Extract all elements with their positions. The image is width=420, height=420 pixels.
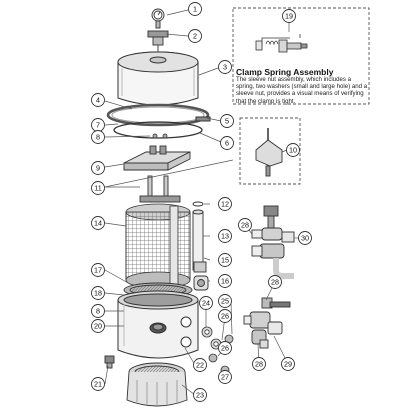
callout-27-label: 27: [221, 373, 229, 382]
tank-lid-drawing: [117, 51, 199, 106]
callout-20: 20: [91, 319, 105, 333]
callout-1-label: 1: [193, 5, 197, 14]
inset-caption: The sleeve nut assembly, which includes …: [236, 76, 368, 105]
sleeve-nut-frame: [239, 117, 301, 185]
callout-1: 1: [188, 2, 202, 16]
callout-26b-label: 26: [221, 344, 229, 353]
callout-24-label: 24: [202, 299, 210, 308]
callout-9: 9: [91, 161, 105, 175]
callout-13-label: 13: [221, 232, 229, 241]
callout-3: 3: [218, 60, 232, 74]
callout-11-label: 11: [94, 184, 101, 193]
callout-28c: 28: [252, 357, 266, 371]
sleeve-nut-drawing: [255, 128, 283, 177]
filter-cartridge-drawing: [125, 203, 191, 289]
callout-8b-label: 8: [96, 307, 100, 316]
callout-13: 13: [218, 229, 232, 243]
callout-17: 17: [91, 263, 105, 277]
callout-22: 22: [193, 358, 207, 372]
callout-17-label: 17: [94, 266, 102, 275]
callout-2: 2: [188, 29, 202, 43]
callout-7-label: 7: [96, 121, 100, 130]
cartridge-retainer-drawing: [139, 175, 181, 203]
callout-3-label: 3: [223, 63, 227, 72]
callout-26b: 26: [218, 341, 232, 355]
callout-10: 10: [286, 143, 300, 157]
callout-23-label: 23: [196, 391, 204, 400]
tank-body-drawing: [117, 290, 199, 359]
callout-27: 27: [218, 370, 232, 384]
drain-plug-drawing: [104, 355, 115, 369]
callout-28a-label: 28: [241, 221, 249, 230]
callout-6: 6: [220, 136, 234, 150]
callout-8-label: 8: [96, 133, 100, 142]
callout-14: 14: [91, 216, 105, 230]
washer-drawing: [152, 133, 168, 139]
callout-30: 30: [298, 231, 312, 245]
callout-23: 23: [193, 388, 207, 402]
inset-frame: [232, 7, 370, 105]
callout-21-label: 21: [94, 380, 102, 389]
callout-15-label: 15: [221, 256, 229, 265]
clamp-ring-drawing: [106, 103, 211, 127]
callout-28c-label: 28: [255, 360, 263, 369]
inset-title: Clamp Spring Assembly: [236, 67, 334, 77]
callout-16: 16: [218, 274, 232, 288]
callout-9-label: 9: [96, 164, 100, 173]
multiport-valve-drawing: [243, 297, 291, 349]
callout-5-label: 5: [225, 117, 229, 126]
callout-25-label: 25: [221, 297, 229, 306]
pressure-gauge-drawing: [151, 8, 165, 29]
manifold-drawing: [123, 145, 191, 171]
callout-12: 12: [218, 197, 232, 211]
callout-28b: 28: [268, 275, 282, 289]
callout-11: 11: [91, 181, 105, 195]
callout-8: 8: [91, 130, 105, 144]
callout-21: 21: [91, 377, 105, 391]
callout-16-label: 16: [221, 277, 229, 286]
callout-25: 25: [218, 294, 232, 308]
callout-4-label: 4: [96, 96, 100, 105]
callout-4: 4: [91, 93, 105, 107]
callout-14-label: 14: [94, 219, 102, 228]
callout-6-label: 6: [225, 139, 229, 148]
air-relief-valve-drawing: [147, 30, 169, 54]
callout-10-label: 10: [289, 146, 297, 155]
callout-8b: 8: [91, 304, 105, 318]
callout-19: 19: [282, 9, 296, 32]
callout-18-label: 18: [94, 289, 102, 298]
callout-19-label: 19: [285, 12, 293, 21]
callout-15: 15: [218, 253, 232, 267]
callout-28a: 28: [238, 218, 252, 232]
callout-12-label: 12: [221, 200, 229, 209]
o-ring-drawing: [113, 121, 203, 139]
standpipe-drawing: [192, 201, 209, 291]
callout-18: 18: [91, 286, 105, 300]
callout-7: 7: [91, 118, 105, 132]
callout-29-label: 29: [284, 360, 292, 369]
callout-26a: 26: [218, 309, 232, 323]
filter-stand-drawing: [126, 362, 188, 407]
callout-28b-label: 28: [271, 278, 279, 287]
callout-5: 5: [220, 114, 234, 128]
clamp-spring-assembly-drawing: [255, 34, 308, 53]
callout-20-label: 20: [94, 322, 102, 331]
callout-29: 29: [281, 357, 295, 371]
callout-30-label: 30: [301, 234, 309, 243]
callout-24: 24: [199, 296, 213, 310]
callout-2-label: 2: [193, 32, 197, 41]
callout-26a-label: 26: [221, 312, 229, 321]
push-pull-valve-drawing: [251, 205, 295, 279]
callout-22-label: 22: [196, 361, 204, 370]
